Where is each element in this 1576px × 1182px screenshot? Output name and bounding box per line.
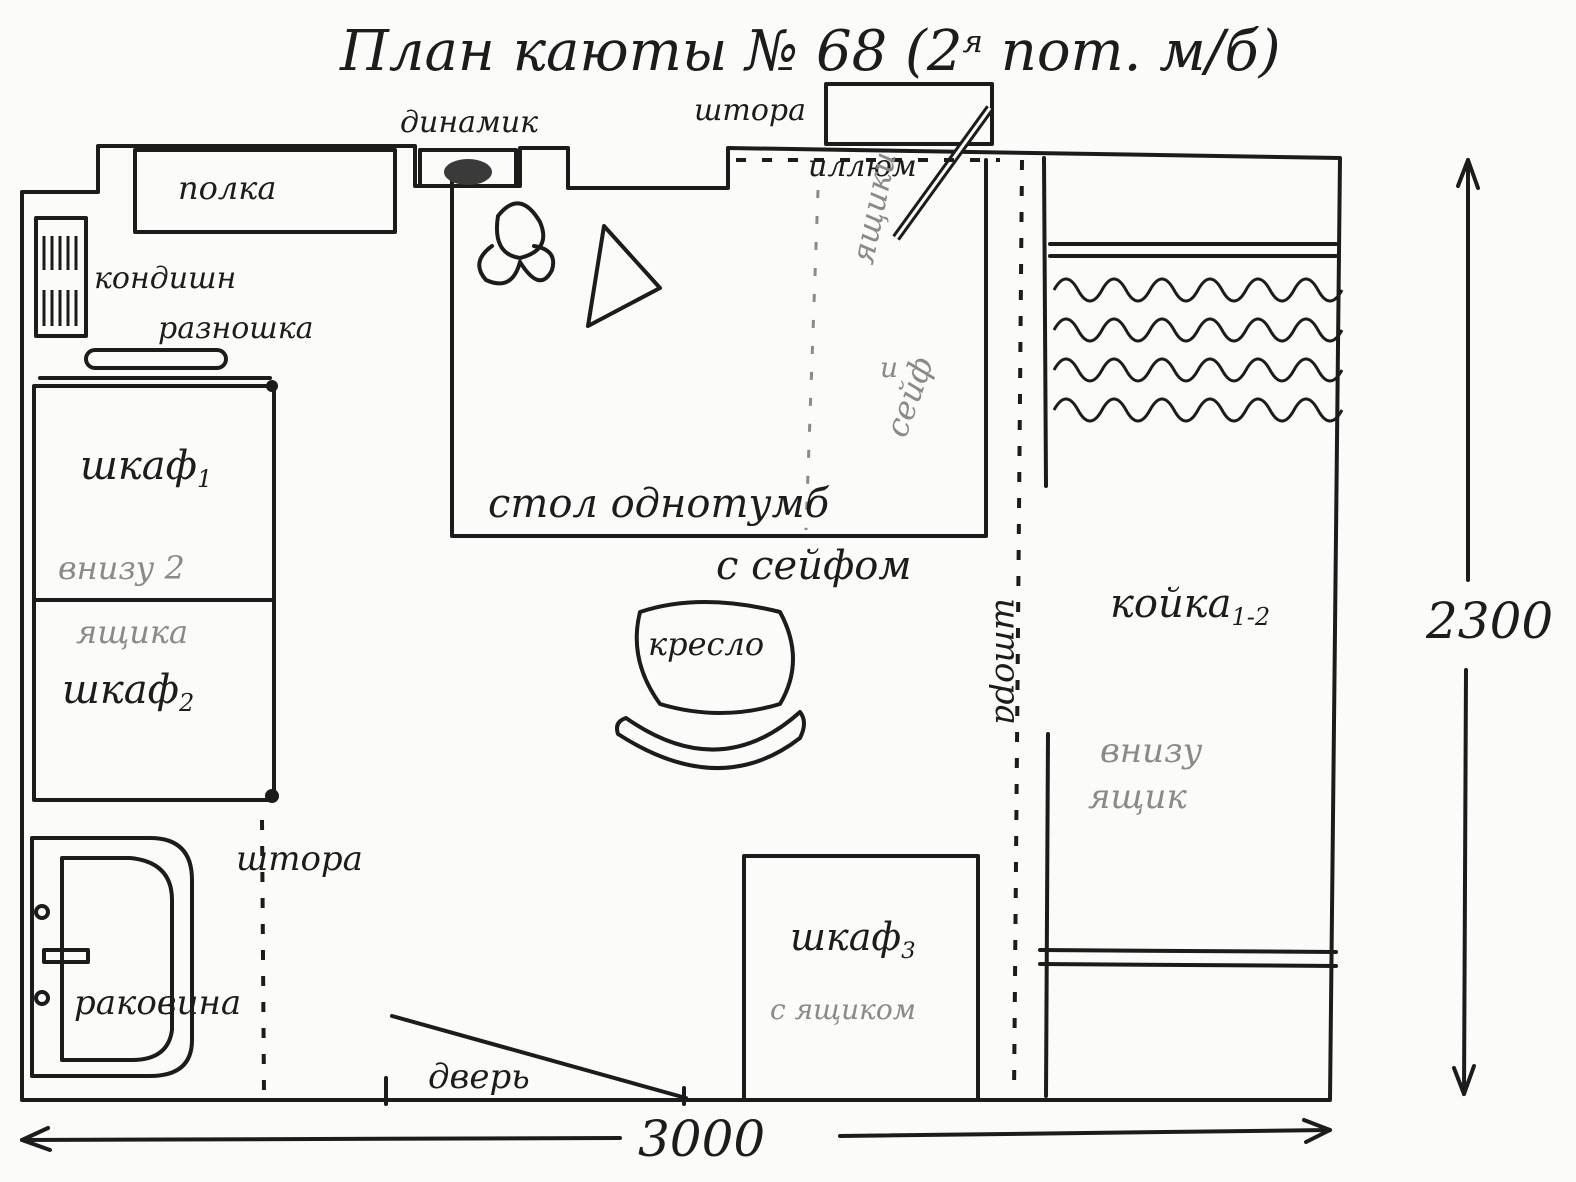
drawers-label: ящика (76, 613, 189, 651)
wardrobe-3-label: шкаф3 (790, 915, 916, 962)
hanger-bar (84, 348, 228, 370)
shelf-label: полка (178, 169, 277, 207)
desk-outline (450, 158, 988, 538)
height-dimension-label: 2300 (1426, 592, 1554, 650)
desk-lamp (586, 224, 662, 328)
vertical-curtain-label: штора (987, 598, 1027, 725)
porthole-curtain-box (824, 82, 994, 146)
wardrobe-1-text: шкаф (80, 443, 197, 489)
hanger-label: разношка (158, 311, 314, 346)
shelf-outline (133, 148, 397, 234)
bunk-index: 1-2 (1231, 603, 1271, 632)
plan-title-superscript: я (962, 23, 983, 60)
bunk-blanket-wave (1052, 357, 1344, 383)
plan-title: План каюты № 68 (2я пom. м/б) (340, 24, 1281, 80)
speaker-box (418, 148, 518, 188)
armchair-label: кресло (648, 625, 765, 663)
door-leaf (390, 1014, 688, 1100)
height-arrow-top (1456, 158, 1480, 190)
wardrobe-1-label: шкаф1 (80, 443, 212, 491)
bunk-label: койка1-2 (1110, 581, 1270, 629)
wardrobe-2-outline (32, 598, 276, 802)
sink-tap (34, 904, 50, 920)
door-label: дверь (428, 1057, 530, 1097)
left-curtain-label: штора (236, 839, 363, 879)
speaker-label: динамик (400, 105, 539, 140)
width-dimension-line (838, 1128, 1332, 1138)
bunk-text: койка (1110, 581, 1232, 627)
sink-label: раковина (74, 983, 242, 1023)
wardrobe-2-label: шкаф2 (62, 667, 194, 715)
desk-fan-blade (518, 244, 556, 283)
desk-pedestal-dashed (804, 189, 820, 531)
plan-title-end: пom. м/б) (982, 19, 1281, 84)
top-curtain-label: штора (694, 93, 807, 128)
bunk-footboard (1038, 948, 1338, 954)
height-dimension-line (1462, 668, 1468, 1096)
bunk-blanket-wave (1052, 397, 1344, 423)
air-conditioner-outline (34, 216, 88, 338)
bunk-footboard (1038, 962, 1338, 968)
wardrobe-corner-post (266, 380, 278, 392)
bunk-blanket-wave (1052, 277, 1344, 303)
desk-fan-blade (477, 244, 522, 286)
left-curtain-dashed (260, 819, 266, 1095)
height-arrow-bottom (1452, 1064, 1476, 1096)
width-arrow-left (20, 1126, 52, 1152)
armchair-back (615, 710, 806, 770)
desk-and-label: и (880, 351, 899, 384)
wardrobe-corner-post (265, 789, 279, 803)
width-dimension-label: 3000 (638, 1110, 766, 1168)
partition-wall (1042, 156, 1048, 488)
drawers-below-label: внизу 2 (58, 549, 185, 587)
desk-label-line-2: с сейфом (716, 543, 912, 589)
bunk-below-label: внизу (1100, 731, 1203, 771)
sink-outline (30, 836, 194, 1078)
wardrobe-2-text: шкаф (62, 667, 179, 713)
cabin-outer-wall (20, 144, 1342, 1102)
bunk-drawer-label: ящик (1088, 777, 1187, 817)
width-arrow-right (1302, 1118, 1332, 1144)
speaker-disc (444, 159, 492, 185)
wardrobe-1-index: 1 (196, 465, 213, 494)
wardrobe-3-text: шкаф (790, 915, 902, 959)
sink-tap (34, 990, 50, 1006)
vertical-curtain-dashed (1012, 159, 1024, 1097)
curtain-rod (894, 107, 992, 239)
wardrobe-2-index: 2 (178, 689, 195, 718)
partition-wall (1044, 732, 1050, 1098)
air-conditioner-label: кондишн (94, 261, 237, 296)
armchair-seat (634, 600, 795, 715)
width-dimension-line (20, 1136, 622, 1142)
sink-handle (42, 948, 90, 964)
porthole-label: иллюм (808, 149, 917, 184)
plan-title-main: План каюты № 68 (2 (340, 19, 963, 84)
wardrobe-3-index: 3 (901, 937, 916, 964)
bunk-blanket-wave (1052, 317, 1344, 343)
desk-fan-blade (495, 201, 546, 260)
wardrobe-3-outline (742, 854, 980, 1102)
desk-label-line-1: стол однотумб (488, 481, 830, 527)
wardrobe-3-drawer-label: с ящиком (770, 993, 916, 1026)
sink-basin (60, 856, 174, 1062)
